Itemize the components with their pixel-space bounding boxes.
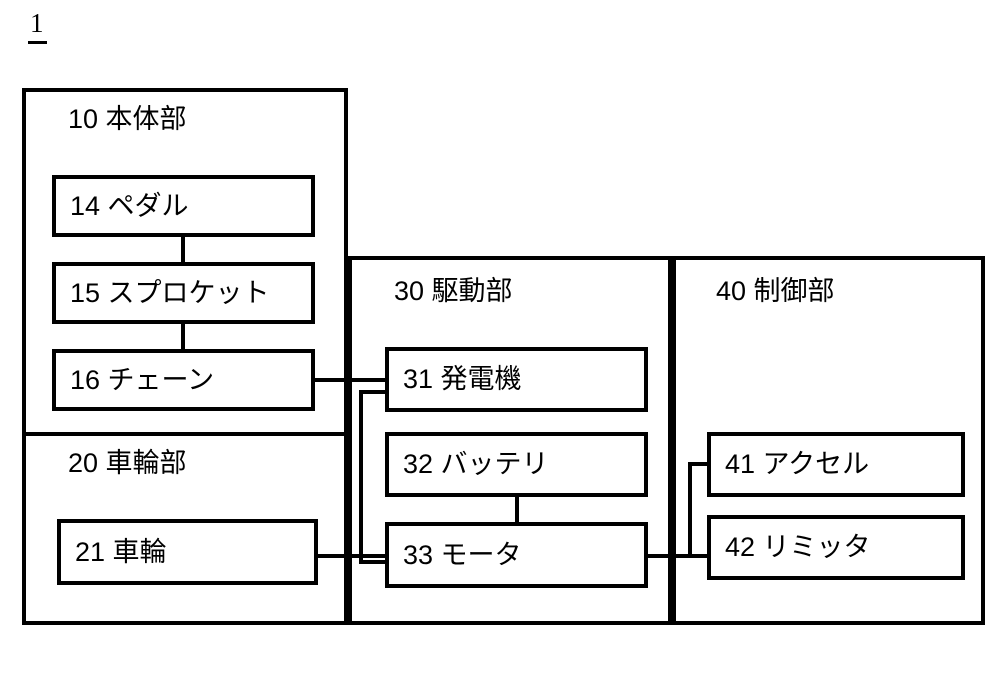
figure-number-label: 1 xyxy=(28,10,47,44)
node-wheel-label: 21 車輪 xyxy=(75,536,167,567)
node-limiter[interactable]: 42 リミッタ xyxy=(707,515,965,580)
node-limiter-label: 42 リミッタ xyxy=(725,532,871,562)
node-chain[interactable]: 16 チェーン xyxy=(52,349,315,411)
node-battery[interactable]: 32 バッテリ xyxy=(385,432,648,497)
node-pedal[interactable]: 14 ペダル xyxy=(52,175,315,237)
node-battery-label: 32 バッテリ xyxy=(403,449,549,479)
connector-chain-to-generator xyxy=(313,378,387,382)
group-title-wheel-unit: 20 車輪部 xyxy=(68,448,187,478)
node-motor[interactable]: 33 モータ xyxy=(385,522,648,588)
group-frame-drive-unit xyxy=(348,256,672,625)
divider-body-wheel xyxy=(22,432,348,436)
node-chain-label: 16 チェーン xyxy=(70,364,215,395)
group-frame-control-unit xyxy=(672,256,985,625)
node-generator[interactable]: 31 発電機 xyxy=(385,347,648,412)
connector-wheel-to-motor xyxy=(316,554,387,558)
group-title-body-unit: 10 本体部 xyxy=(68,104,187,134)
connector-motor-to-accel-riser xyxy=(688,462,692,558)
group-frame-body-and-wheel xyxy=(22,88,348,625)
group-title-control-unit: 40 制御部 xyxy=(716,276,835,306)
group-title-drive-unit: 30 駆動部 xyxy=(394,276,513,306)
connector-motor-to-accel-stub xyxy=(688,462,709,466)
node-accel[interactable]: 41 アクセル xyxy=(707,432,965,497)
connector-generator-to-motor-spine xyxy=(359,390,363,564)
node-generator-label: 31 発電機 xyxy=(403,364,522,394)
node-sprocket-label: 15 スプロケット xyxy=(70,277,270,308)
connector-battery-to-motor xyxy=(515,496,519,524)
node-sprocket[interactable]: 15 スプロケット xyxy=(52,262,315,324)
connector-generator-to-motor-top xyxy=(359,390,387,394)
node-wheel[interactable]: 21 車輪 xyxy=(57,519,318,585)
node-motor-label: 33 モータ xyxy=(403,539,522,570)
connector-motor-to-limiter xyxy=(646,554,709,558)
connector-generator-to-motor-bottom xyxy=(359,560,387,564)
node-accel-label: 41 アクセル xyxy=(725,449,870,479)
connector-sprocket-to-chain xyxy=(181,322,185,350)
node-pedal-label: 14 ペダル xyxy=(70,190,189,221)
connector-pedal-to-sprocket xyxy=(181,235,185,263)
